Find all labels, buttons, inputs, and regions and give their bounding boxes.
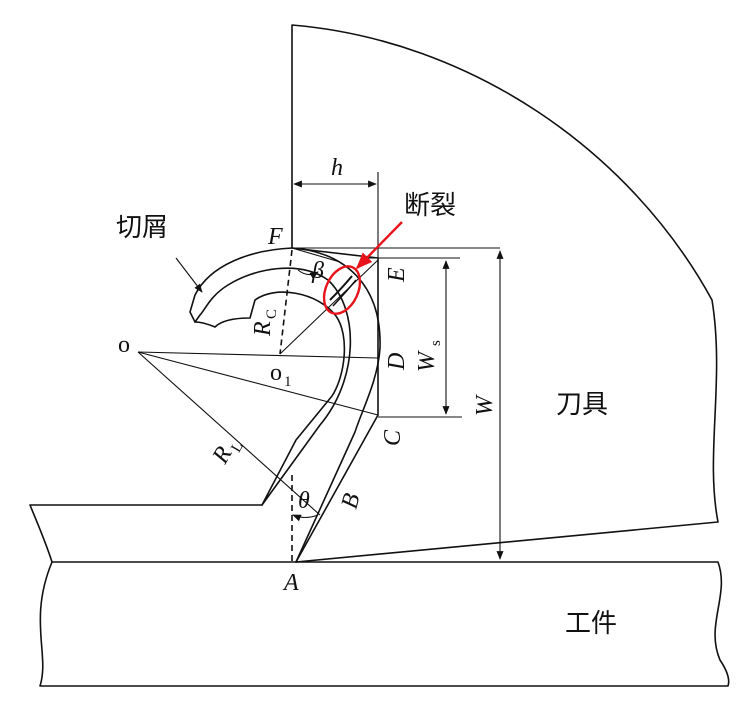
chip-pointer <box>175 257 203 293</box>
label-tool: 刀具 <box>556 390 608 420</box>
label-chip: 切屑 <box>116 213 168 243</box>
theta-arc <box>292 514 319 522</box>
label-fracture: 断裂 <box>404 191 456 221</box>
label-b: B <box>337 490 366 511</box>
fracture-pointer <box>355 221 403 270</box>
tool-outline <box>291 24 719 563</box>
label-d: D <box>384 353 410 371</box>
label-ws-sub: s <box>428 340 444 346</box>
fracture-crack-2 <box>332 279 357 307</box>
o1-to-e-line <box>279 259 379 355</box>
o-to-d-line <box>137 351 379 359</box>
f-beta-line <box>291 247 341 263</box>
label-o1-sub: 1 <box>284 374 292 390</box>
label-o: o <box>118 332 130 358</box>
chip-outline <box>194 267 352 506</box>
label-a: A <box>282 570 299 596</box>
label-rc-sub: C <box>264 309 280 319</box>
label-theta: θ <box>298 488 310 514</box>
rc-dashed-line <box>279 249 293 355</box>
label-h: h <box>331 155 343 181</box>
label-c: C <box>380 429 406 446</box>
fracture-crack <box>329 275 353 301</box>
chip-tool-contact <box>291 247 381 563</box>
o-to-c-line <box>137 351 379 416</box>
label-f: F <box>267 224 283 250</box>
beta-arc <box>297 269 319 280</box>
uncut-layer <box>29 504 263 563</box>
chip-back <box>189 247 293 323</box>
label-o1: o <box>270 360 282 386</box>
label-workpiece: 工件 <box>565 609 617 639</box>
label-w: W <box>472 394 498 416</box>
o-to-b-line <box>137 351 321 516</box>
workpiece-outline <box>39 561 730 687</box>
label-e: E <box>384 267 410 283</box>
label-ws: W <box>414 350 440 372</box>
label-beta: β <box>311 258 324 284</box>
fracture-ellipse <box>322 265 362 315</box>
label-rc: R <box>250 321 276 337</box>
